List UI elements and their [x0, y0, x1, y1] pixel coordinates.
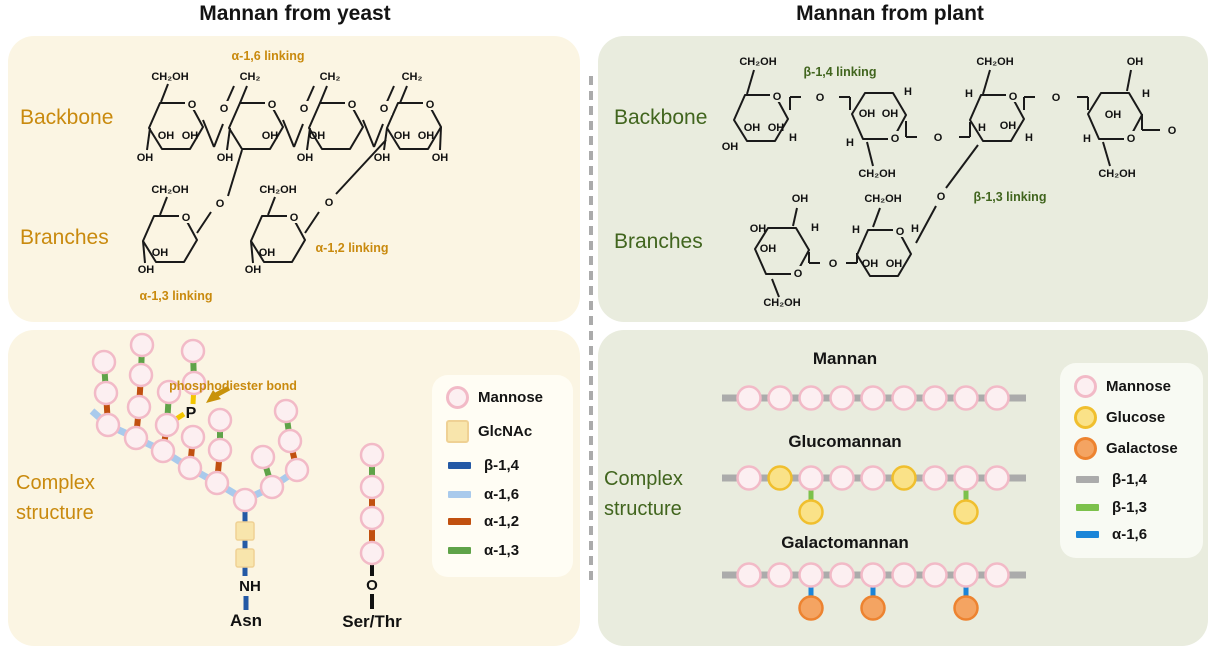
plant-backbone-label: Backbone: [614, 106, 708, 129]
mannan-chain-title: Mannan: [812, 349, 878, 368]
legend-row-b13: β-1,3: [1074, 495, 1147, 519]
legend-row-b14: β-1,4: [446, 453, 519, 477]
dashed-divider: [589, 76, 593, 581]
yeast-branches-label: Branches: [20, 226, 109, 249]
b14-link-swatch-icon: [448, 461, 471, 469]
legend-label: Glucose: [1106, 408, 1166, 426]
yeast-title: Mannan from yeast: [199, 2, 391, 25]
galactose-swatch-icon: [1074, 436, 1097, 460]
legend-row-mannose: Mannose: [446, 385, 543, 409]
galactomannan-chain-title: Galactomannan: [781, 533, 909, 552]
legend-row-a16: α-1,6: [1074, 522, 1147, 546]
b13-link-swatch-icon: [1076, 503, 1099, 511]
a16-link-swatch-icon: [1076, 530, 1099, 538]
a12-link-swatch-icon: [448, 517, 471, 525]
legend-row-glucose: Glucose: [1074, 405, 1165, 429]
a13-link-swatch-icon: [448, 546, 471, 554]
legend-row-a13: α-1,3: [446, 538, 519, 562]
plant-legend: Mannose Glucose Galactose β-1,4 β-1,3 α-…: [1060, 363, 1203, 558]
glucose-swatch-icon: [1074, 405, 1097, 429]
plant-title: Mannan from plant: [796, 2, 984, 25]
legend-row-mannose: Mannose: [1074, 374, 1171, 398]
legend-label: α-1,6: [1112, 525, 1148, 543]
glucomannan-chain-title: Glucomannan: [788, 432, 902, 451]
legend-row-a12: α-1,2: [446, 509, 519, 533]
legend-label: β-1,4: [1112, 470, 1148, 488]
legend-label: α-1,3: [484, 541, 520, 559]
yeast-backbone-label: Backbone: [20, 106, 114, 129]
legend-label: Galactose: [1106, 439, 1178, 457]
legend-label: Mannose: [478, 388, 544, 406]
legend-label: α-1,6: [484, 485, 520, 503]
legend-label: β-1,4: [484, 456, 520, 474]
legend-row-b14: β-1,4: [1074, 467, 1147, 491]
legend-row-galactose: Galactose: [1074, 436, 1178, 460]
plant-complex-label: Complex structure: [604, 468, 683, 520]
legend-row-a16: α-1,6: [446, 482, 519, 506]
glcnac-swatch-icon: [446, 419, 469, 443]
legend-row-glcnac: GlcNAc: [446, 419, 532, 443]
plant-backbone-panel: [598, 36, 1208, 322]
legend-label: GlcNAc: [478, 422, 533, 440]
mannose-swatch-icon: [446, 385, 469, 409]
yeast-legend: Mannose GlcNAc β-1,4 α-1,6 α-1,2 α-1,3: [432, 375, 573, 577]
yeast-backbone-panel: [8, 36, 580, 322]
a16-link-swatch-icon: [448, 490, 471, 498]
plant-branches-label: Branches: [614, 230, 703, 253]
legend-label: β-1,3: [1112, 498, 1148, 516]
b14-link-swatch-icon: [1076, 475, 1099, 483]
mannose-swatch-icon: [1074, 374, 1097, 398]
legend-label: α-1,2: [484, 512, 520, 530]
yeast-complex-label: Complex structure: [16, 472, 95, 524]
legend-label: Mannose: [1106, 377, 1172, 395]
